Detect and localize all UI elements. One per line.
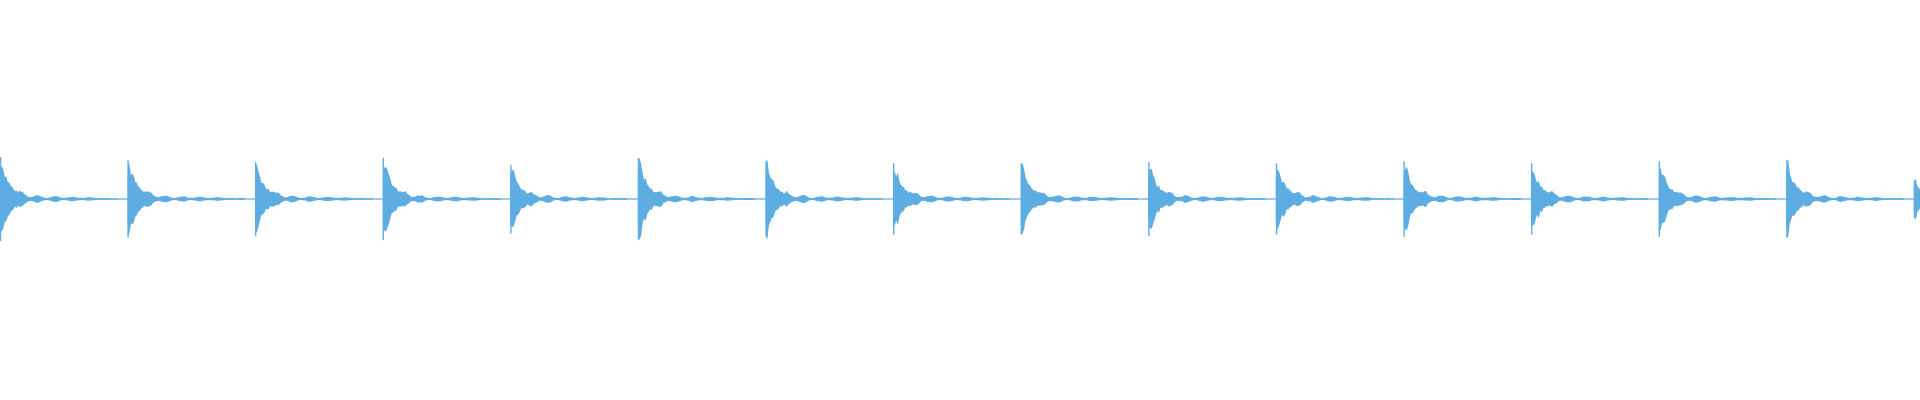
waveform-hit bbox=[765, 159, 883, 240]
waveform-hit bbox=[127, 163, 245, 234]
waveform-hit bbox=[1275, 169, 1394, 230]
waveform-hit bbox=[254, 164, 373, 233]
waveform-hit bbox=[637, 158, 756, 240]
waveform-hit bbox=[382, 167, 501, 232]
waveform-hit bbox=[1020, 163, 1139, 235]
waveform-hit bbox=[1786, 159, 1904, 238]
waveform-hit bbox=[892, 171, 1011, 226]
waveform-hit bbox=[1658, 168, 1777, 231]
waveform-hit bbox=[1530, 171, 1649, 226]
waveform-hit bbox=[510, 169, 628, 228]
waveform-hit bbox=[1403, 166, 1521, 231]
waveform-hit bbox=[0, 165, 118, 232]
waveform-hit bbox=[1148, 168, 1266, 229]
